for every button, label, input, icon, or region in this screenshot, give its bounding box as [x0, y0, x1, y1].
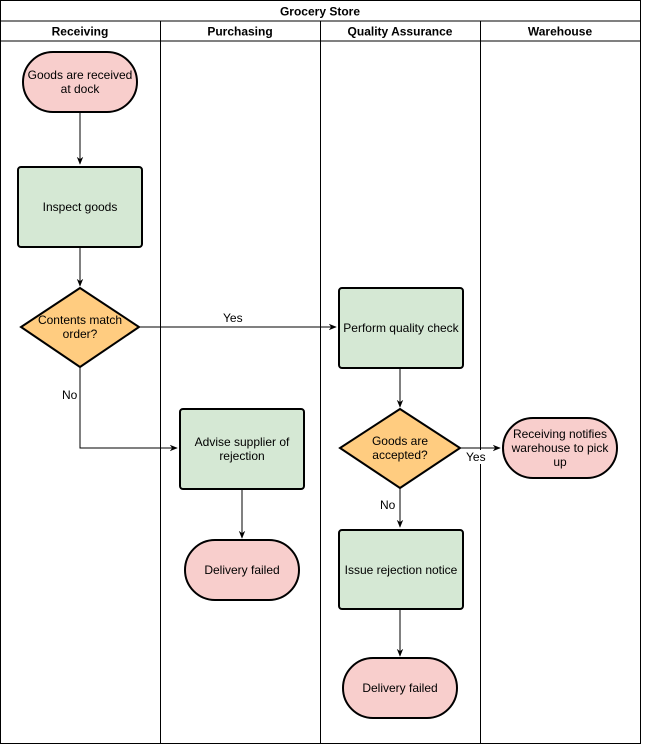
- node-advise-supplier-shape: [179, 408, 305, 490]
- edge-contents-match-no: [79, 367, 178, 452]
- node-quality-check-shape: [338, 287, 464, 369]
- edges: [76, 112, 501, 657]
- lane-title-purchasing: Purchasing: [207, 25, 272, 39]
- node-goods-received-shape: [22, 51, 138, 113]
- nodes: [17, 51, 618, 719]
- lane-title-quality-assurance: Quality Assurance: [348, 25, 453, 39]
- node-delivery-failed-qa-shape: [342, 657, 458, 719]
- lane-title-warehouse: Warehouse: [528, 25, 593, 39]
- node-inspect-goods-shape: [17, 166, 143, 248]
- node-contents-match-shape: [19, 286, 141, 369]
- node-warehouse-pickup-shape: [502, 417, 618, 479]
- node-issue-rejection-shape: [338, 529, 464, 610]
- edge-label-goods-accepted-yes: Yes: [465, 450, 487, 464]
- pool-title: Grocery Store: [280, 5, 360, 19]
- node-goods-accepted-shape: [338, 407, 462, 490]
- node-delivery-failed-purchasing-shape: [184, 539, 300, 601]
- edge-label-contents-match-yes: Yes: [222, 311, 244, 325]
- lane-title-receiving: Receiving: [52, 25, 109, 39]
- edge-label-goods-accepted-no: No: [379, 498, 397, 512]
- edge-label-contents-match-no: No: [61, 388, 79, 402]
